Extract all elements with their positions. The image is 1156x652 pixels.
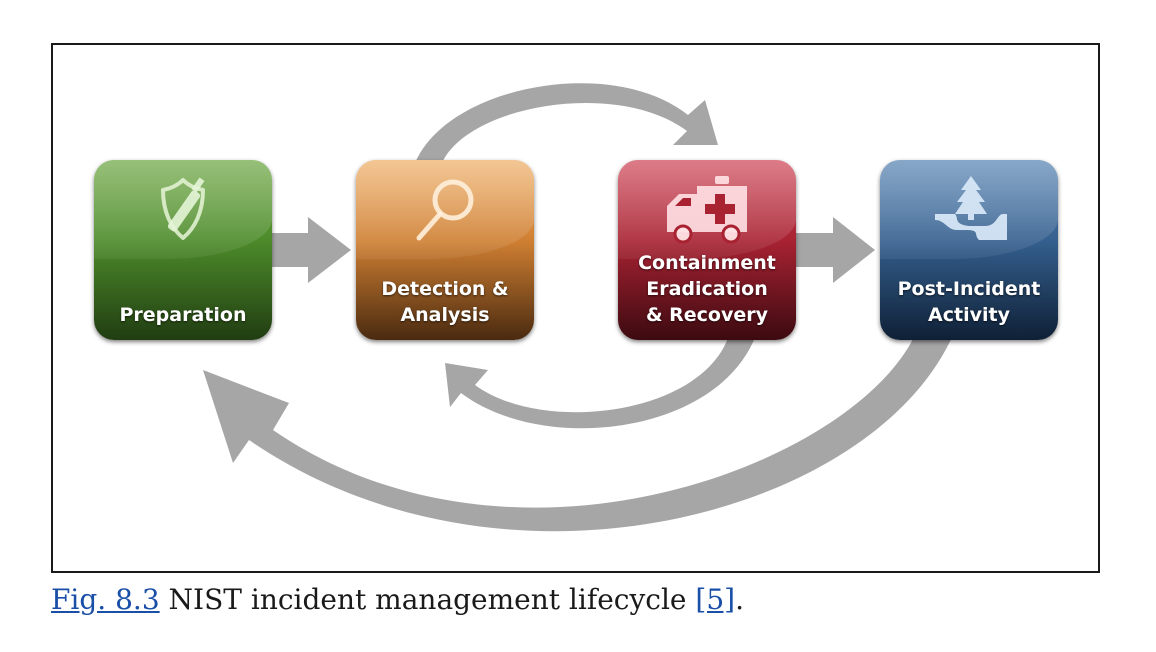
step-label: Post-Incident Activity bbox=[897, 278, 1041, 326]
lifecycle-arrows bbox=[203, 83, 953, 532]
landscape-tree-icon bbox=[935, 176, 1007, 240]
step-preparation: Preparation bbox=[94, 160, 272, 340]
arrow-post-to-prep bbox=[203, 335, 953, 532]
caption-text: NIST incident management lifecycle bbox=[159, 583, 696, 616]
step-containment-eradication-recovery: Containment Eradication & Recovery bbox=[618, 160, 796, 340]
ambulance-icon bbox=[667, 176, 747, 244]
citation-link[interactable]: [5] bbox=[695, 583, 736, 616]
arrow-prep-to-detect bbox=[272, 217, 351, 283]
figure-frame: Preparation Detection & Analysis bbox=[51, 43, 1100, 573]
step-label: Containment Eradication & Recovery bbox=[638, 252, 776, 326]
figure-caption: Fig. 8.3 NIST incident management lifecy… bbox=[51, 580, 744, 620]
step-post-incident-activity: Post-Incident Activity bbox=[880, 160, 1058, 340]
figure-reference-link[interactable]: Fig. 8.3 bbox=[51, 583, 160, 616]
magnifier-icon bbox=[416, 179, 474, 241]
shield-syringe-icon bbox=[161, 177, 205, 240]
arrow-detect-to-contain bbox=[415, 83, 718, 163]
step-label: Detection & Analysis bbox=[381, 278, 509, 326]
step-detection-analysis: Detection & Analysis bbox=[356, 160, 534, 340]
step-label: Preparation bbox=[119, 304, 247, 326]
arrow-contain-to-detect bbox=[445, 335, 756, 429]
caption-end: . bbox=[735, 583, 744, 616]
arrow-contain-to-post bbox=[796, 217, 875, 283]
